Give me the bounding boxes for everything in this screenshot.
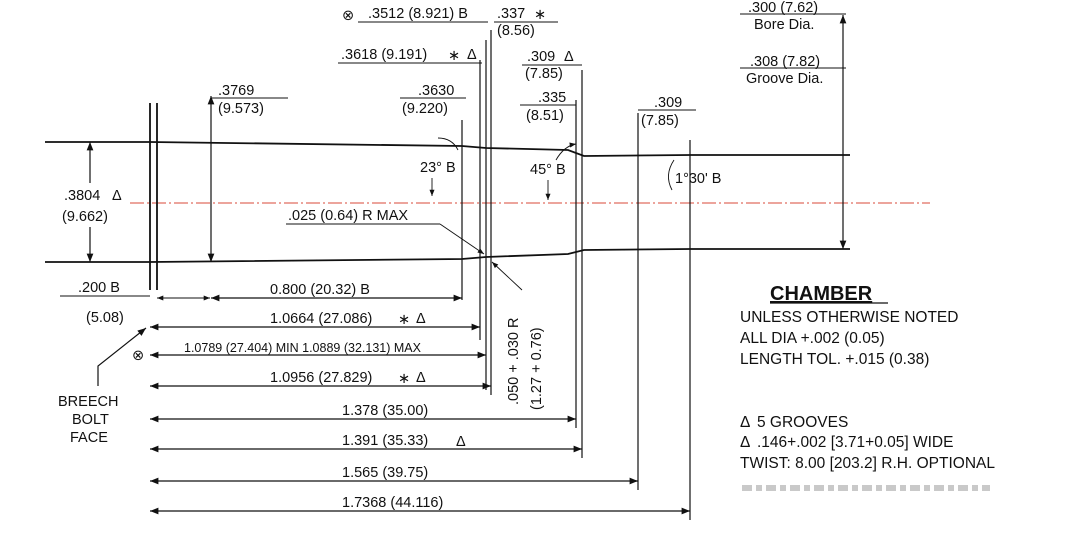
triangle-delta-icon: Δ xyxy=(740,414,750,431)
dim-3512: .3512 (8.921) B xyxy=(368,6,468,22)
note-unless: UNLESS OTHERWISE NOTED xyxy=(740,309,958,326)
dim-851: (8.51) xyxy=(526,108,564,124)
groove-dia-label: Groove Dia. xyxy=(746,71,823,87)
dim-0800: 0.800 (20.32) B xyxy=(270,282,370,298)
dim-1378: 1.378 (35.00) xyxy=(342,403,428,419)
dim-9573: (9.573) xyxy=(218,101,264,117)
asterisk-icon: ∗ xyxy=(448,48,460,64)
dim-3804: .3804 xyxy=(64,188,100,204)
chamber-title: CHAMBER xyxy=(770,283,873,305)
note-length-tol: LENGTH TOL. +.015 (0.38) xyxy=(740,351,929,368)
bore-dia-label: Bore Dia. xyxy=(754,17,814,33)
dim-3769: .3769 xyxy=(218,83,254,99)
dim-337: .337 xyxy=(497,6,525,22)
asterisk-icon: ∗ xyxy=(398,371,410,387)
note-groove-width: .146+.002 [3.71+0.05] WIDE xyxy=(757,434,953,451)
dim-200: .200 B xyxy=(78,280,120,296)
triangle-delta-icon: Δ xyxy=(564,49,574,65)
dim-17368: 1.7368 (44.116) xyxy=(342,495,443,511)
dim-856: (8.56) xyxy=(497,23,535,39)
bolt-label: BOLT xyxy=(72,412,109,428)
triangle-delta-icon: Δ xyxy=(456,434,466,450)
triangle-delta-icon: Δ xyxy=(112,188,122,204)
dim-10956: 1.0956 (27.829) xyxy=(270,370,372,386)
triangle-delta-icon: Δ xyxy=(740,434,750,451)
dim-1391: 1.391 (35.33) xyxy=(342,433,428,449)
asterisk-icon: ∗ xyxy=(398,312,410,328)
position-tolerance-icon: ⊗ xyxy=(132,348,144,364)
triangle-delta-icon: Δ xyxy=(416,370,426,386)
angle-130: 1°30' B xyxy=(675,171,721,187)
chamber-profile xyxy=(45,15,850,520)
note-twist: TWIST: 8.00 [203.2] R.H. OPTIONAL xyxy=(740,455,995,472)
vertical-radius-1: .050 + .030 R xyxy=(506,318,522,405)
obscured-text xyxy=(740,478,990,498)
note-grooves: 5 GROOVES xyxy=(757,414,848,431)
groove-dia-value: .308 (7.82) xyxy=(750,54,820,70)
dim-309b: .309 xyxy=(654,95,682,111)
dim-3618: .3618 (9.191) xyxy=(341,47,427,63)
dim-10664: 1.0664 (27.086) xyxy=(270,311,372,327)
dim-1565: 1.565 (39.75) xyxy=(342,465,428,481)
bore-dia-value: .300 (7.62) xyxy=(748,0,818,16)
dim-785b: (7.85) xyxy=(641,113,679,129)
asterisk-icon: ∗ xyxy=(534,7,546,23)
angle-45: 45° B xyxy=(530,162,566,178)
dim-335: .335 xyxy=(538,90,566,106)
dim-9662: (9.662) xyxy=(62,209,108,225)
vertical-radius-2: (1.27 + 0.76) xyxy=(529,327,545,410)
note-all-dia: ALL DIA +.002 (0.05) xyxy=(740,330,885,347)
triangle-delta-icon: Δ xyxy=(416,311,426,327)
dim-10789: 1.0789 (27.404) MIN 1.0889 (32.131) MAX xyxy=(184,341,422,355)
dim-785a: (7.85) xyxy=(525,66,563,82)
face-label: FACE xyxy=(70,430,108,446)
triangle-delta-icon: Δ xyxy=(467,47,477,63)
dim-508: (5.08) xyxy=(86,310,124,326)
radius-max: .025 (0.64) R MAX xyxy=(288,208,408,224)
dim-9220: (9.220) xyxy=(402,101,448,117)
length-dimensions: 0.800 (20.32) B 1.0664 (27.086) ∗ Δ ⊗ 1.… xyxy=(132,282,690,515)
position-tolerance-icon: ⊗ xyxy=(342,8,354,24)
dim-3630: .3630 xyxy=(418,83,454,99)
angle-23: 23° B xyxy=(420,160,456,176)
breech-label: BREECH xyxy=(58,394,118,410)
dim-309a: .309 xyxy=(527,49,555,65)
